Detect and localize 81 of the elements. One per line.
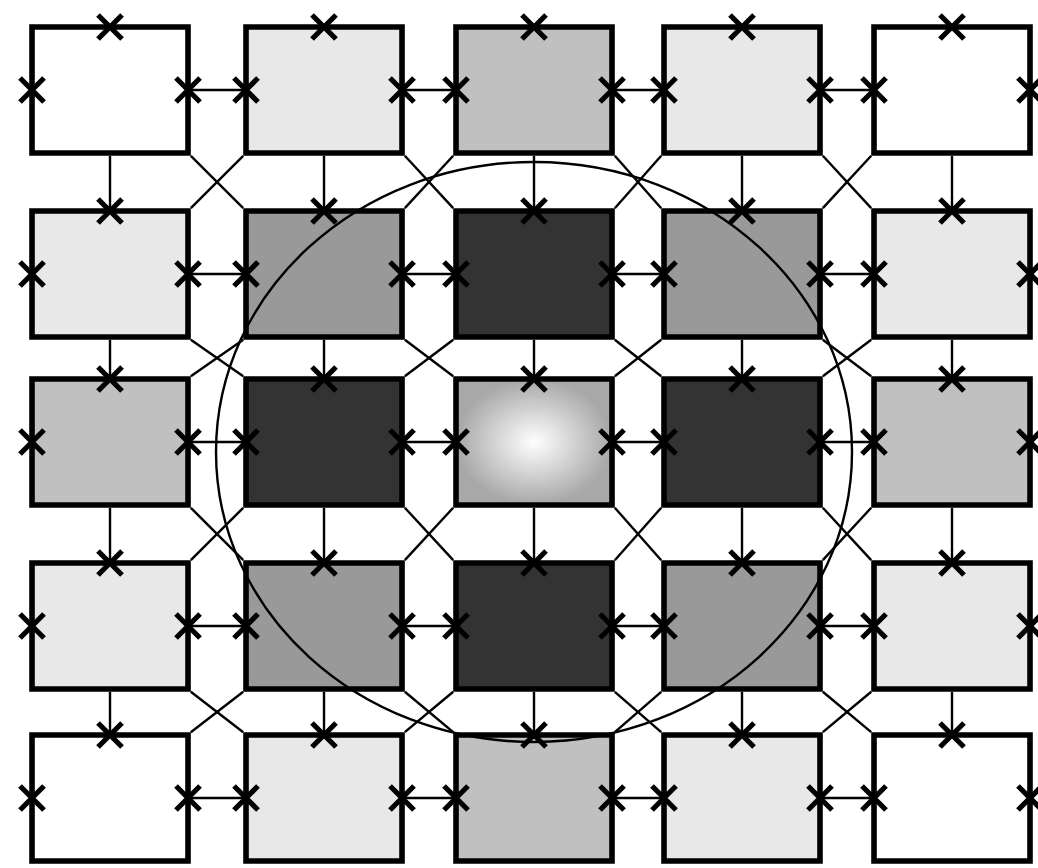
connector-line [614, 88, 662, 92]
connector-line [404, 440, 454, 444]
connector-line [532, 339, 536, 377]
crossing-lines [613, 155, 663, 209]
crossing-lines [403, 506, 455, 561]
square-box [453, 376, 615, 508]
connector-line [190, 796, 244, 800]
square-box [871, 732, 1033, 864]
connector-line [322, 691, 326, 733]
crossing-lines [404, 690, 454, 734]
square-box [29, 732, 191, 864]
square-box [453, 560, 615, 692]
square-box [243, 208, 405, 340]
crossing-lines [821, 154, 873, 209]
connector-line [822, 272, 872, 276]
square-box [243, 24, 405, 156]
square-box [871, 208, 1033, 340]
connector-line [532, 155, 536, 209]
connector-line [950, 691, 954, 733]
connector-line [822, 624, 872, 628]
connector-line [108, 691, 112, 733]
connector-line [614, 272, 662, 276]
crossing-lines [821, 506, 873, 561]
square-box [243, 560, 405, 692]
square-box [661, 24, 823, 156]
crossing-lines [403, 154, 455, 209]
connector-line [822, 88, 872, 92]
crossing-lines [189, 506, 245, 562]
crossing-lines [404, 338, 454, 378]
connector-line [822, 440, 872, 444]
connector-line [950, 339, 954, 377]
square-box [871, 376, 1033, 508]
connector-line [740, 507, 744, 561]
square-box [871, 24, 1033, 156]
connector-line [740, 155, 744, 209]
square-box [29, 560, 191, 692]
connector-line [532, 691, 536, 733]
square-box [661, 732, 823, 864]
connector-line [950, 155, 954, 209]
square-box [453, 732, 615, 864]
square-box [243, 732, 405, 864]
connector-line [108, 155, 112, 209]
crossing-lines [189, 154, 245, 210]
connector-line [190, 624, 244, 628]
connector-line [404, 272, 454, 276]
connector-line [740, 691, 744, 733]
connector-line [108, 507, 112, 561]
crossing-lines [190, 338, 244, 378]
crossing-lines [190, 690, 244, 734]
connector-line [822, 796, 872, 800]
square-box [243, 376, 405, 508]
connector-line [614, 624, 662, 628]
connector-line [108, 339, 112, 377]
connector-line [404, 88, 454, 92]
connector-line [614, 796, 662, 800]
square-box [453, 208, 615, 340]
square-box [453, 24, 615, 156]
connector-line [404, 796, 454, 800]
connector-line [190, 88, 244, 92]
connector-line [190, 272, 244, 276]
connector-line [322, 339, 326, 377]
crossing-lines [822, 338, 872, 378]
connector-line [322, 155, 326, 209]
square-box [661, 560, 823, 692]
connector-line [190, 440, 244, 444]
square-box [661, 208, 823, 340]
square-box [29, 24, 191, 156]
square-box [29, 208, 191, 340]
square-box [661, 376, 823, 508]
connector-line [322, 507, 326, 561]
crossing-lines [614, 338, 662, 378]
square-box [29, 376, 191, 508]
connector-line [532, 507, 536, 561]
crossing-lines [822, 690, 872, 734]
connector-line [614, 440, 662, 444]
crossing-lines [614, 690, 662, 734]
connector-line [950, 507, 954, 561]
connector-line [740, 339, 744, 377]
connector-line [404, 624, 454, 628]
crossing-lines [613, 507, 663, 561]
square-box [871, 560, 1033, 692]
